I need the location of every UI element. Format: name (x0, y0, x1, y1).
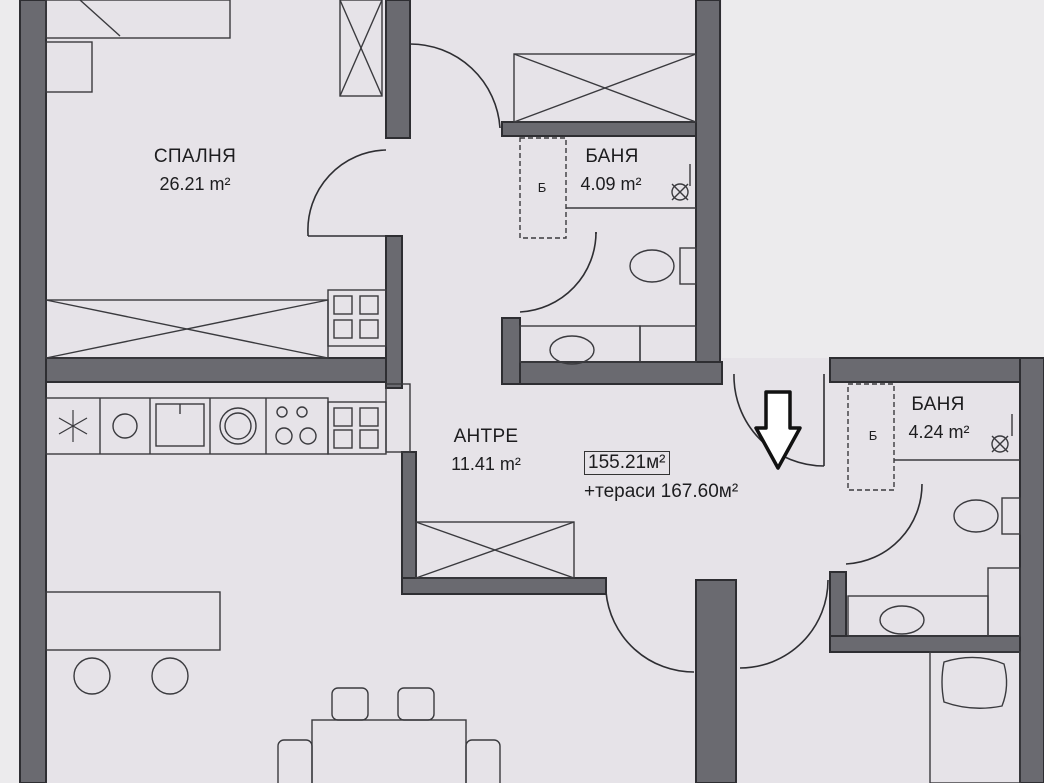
washbasin-icon (549, 335, 595, 365)
door-hall-top (409, 43, 501, 129)
kitchen-island (45, 591, 221, 651)
stool-left (73, 657, 111, 695)
stove-icon (275, 406, 317, 445)
bath1-vanity (519, 325, 641, 363)
dishwasher-icon (112, 413, 138, 439)
wall-bath1-bottom (501, 361, 723, 385)
bedroom-furniture (45, 0, 387, 359)
hall-name: АНТРЕ (453, 426, 519, 447)
door-bath2 (845, 483, 923, 565)
bed-sheet (79, 0, 121, 37)
wall-bedroom-bottom (45, 357, 387, 383)
bath2-name: БАНЯ (911, 394, 965, 415)
door-entrance (733, 373, 825, 467)
drawers-unit (327, 289, 387, 347)
bedroom-name: СПАЛНЯ (153, 146, 237, 167)
bath1-name: БАНЯ (585, 146, 639, 167)
bath2-cabinet (987, 567, 1021, 637)
hall-cabinet-c (333, 429, 353, 449)
hall-closet (385, 383, 411, 453)
wall-bath1-right (695, 0, 721, 385)
door-lower-left (605, 591, 695, 673)
snowflake-icon (58, 410, 88, 442)
nightstand (45, 41, 93, 93)
bed-2 (929, 651, 1021, 783)
chair-4 (465, 739, 501, 783)
bath2-shower-tray (847, 383, 895, 491)
hall-cabinet (327, 401, 387, 455)
wall-bath1-left (501, 317, 521, 385)
terrace-area-label: +тераси 167.60м² (584, 481, 739, 502)
washbasin-icon-2 (879, 605, 925, 635)
wall-bath2-right (1019, 357, 1044, 783)
doors (307, 43, 923, 673)
hall-cabinet-b (359, 407, 379, 427)
wall-hall-left (385, 235, 403, 389)
drawer-c (333, 319, 353, 339)
door-lower-right (739, 579, 829, 669)
hall-wardrobe-top-x2 (513, 53, 697, 123)
hall-cabinet-a (333, 407, 353, 427)
drawer-b (359, 295, 379, 315)
toilet-tank-2 (1001, 497, 1021, 535)
shower-icon-2 (991, 414, 1013, 453)
wall-bedroom-right (385, 0, 411, 139)
toilet-icon-2 (953, 499, 999, 533)
washer-inner (224, 412, 252, 440)
wall-hall-left-lower (401, 451, 417, 593)
total-area-box: 155.21м² (584, 451, 670, 475)
bed (45, 0, 231, 39)
hall-cabinet-d (359, 429, 379, 449)
drawer-a (333, 295, 353, 315)
kitchen-counter (45, 383, 411, 695)
bath1-area: 4.09 m² (580, 174, 642, 194)
hall-wardrobe-low (415, 521, 575, 579)
wardrobe-tall (339, 0, 383, 97)
chair-3 (277, 739, 313, 783)
dining-table (311, 719, 467, 783)
door-bath1 (519, 231, 597, 313)
bedroom-wardrobe-x2 (45, 299, 329, 359)
toilet-icon (629, 249, 675, 283)
door-bedroom (307, 149, 387, 236)
drawer-d (359, 319, 379, 339)
stool-right (151, 657, 189, 695)
shower-icon (671, 164, 691, 201)
bath2-shower-tag: Б (868, 428, 878, 443)
bath1-shower-tray (519, 137, 567, 239)
wardrobe-tall-x2 (339, 0, 383, 97)
wall-left-outer (19, 0, 47, 783)
washer-icon (219, 407, 257, 445)
wall-bath2-bottom (829, 635, 1021, 653)
wall-hall-bottom (401, 577, 607, 595)
hall-wardrobe-top (513, 53, 697, 123)
toilet-tank (679, 247, 697, 285)
bath1-fixtures (519, 137, 697, 365)
wall-bath1-top (501, 121, 697, 137)
dining-set (277, 687, 501, 783)
wall-center-stub (695, 579, 737, 783)
bath2-fixtures (847, 383, 1021, 637)
chair-1 (331, 687, 369, 721)
hall-wardrobe-low-x2 (415, 521, 575, 579)
hall-wardrobes (415, 53, 697, 579)
bath1-cabinet (639, 325, 697, 363)
lower-right-bed (929, 651, 1021, 783)
entrance-arrow-icon (754, 390, 802, 470)
wall-bath2-top (829, 357, 1044, 383)
hall-area: 11.41 m² (451, 454, 521, 474)
exterior-left-strip (0, 0, 20, 783)
pillow (941, 656, 1008, 709)
bath1-shower-tag: Б (537, 180, 547, 195)
bedroom-area: 26.21 m² (159, 174, 231, 194)
walls (19, 0, 1044, 783)
chair-2 (397, 687, 435, 721)
exterior-area (722, 0, 1044, 358)
bath2-area: 4.24 m² (908, 422, 970, 442)
